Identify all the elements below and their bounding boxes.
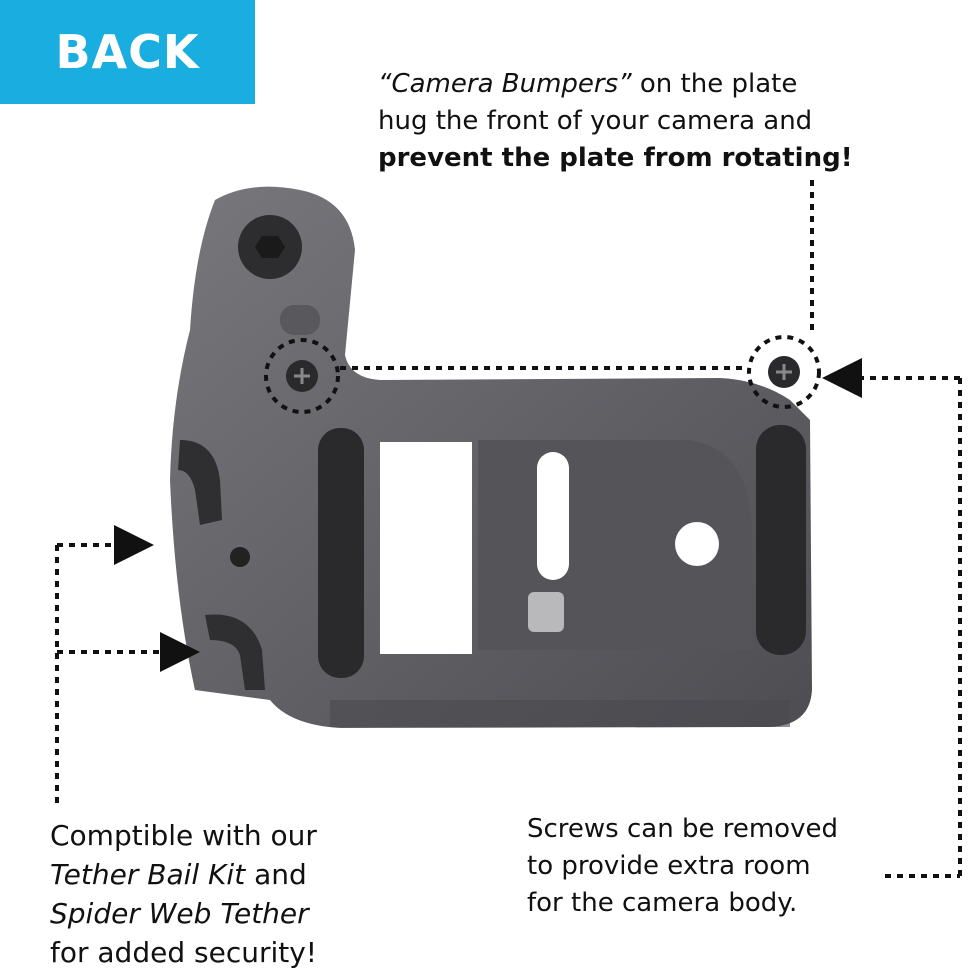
guide-lines (55, 180, 962, 878)
left-pad (318, 428, 364, 678)
tether-callout: Comptible with our Tether Bail Kit and S… (50, 816, 317, 971)
callout-text: for added security! (50, 936, 318, 969)
callout-text: on the plate (631, 69, 798, 99)
tether-bail-kit: Tether Bail Kit (50, 858, 246, 891)
callout-text: and (245, 858, 307, 891)
callout-text: hug the front of your camera and (378, 106, 813, 136)
spider-web-tether: Spider Web Tether (50, 897, 309, 930)
callout-text: to provide extra room (527, 851, 811, 881)
callout-emphasis: prevent the plate from rotating! (378, 143, 853, 173)
back-badge: BACK (0, 0, 255, 104)
callout-text: Comptible with our (50, 819, 317, 852)
bumpers-callout: “Camera Bumpers” on the plate hug the fr… (378, 66, 853, 177)
callout-text: Screws can be removed (527, 814, 838, 844)
screws-callout: Screws can be removed to provide extra r… (527, 811, 838, 922)
callout-text: for the camera body. (527, 888, 798, 918)
right-pad (756, 425, 806, 655)
bumpers-term: “Camera Bumpers” (378, 69, 632, 99)
